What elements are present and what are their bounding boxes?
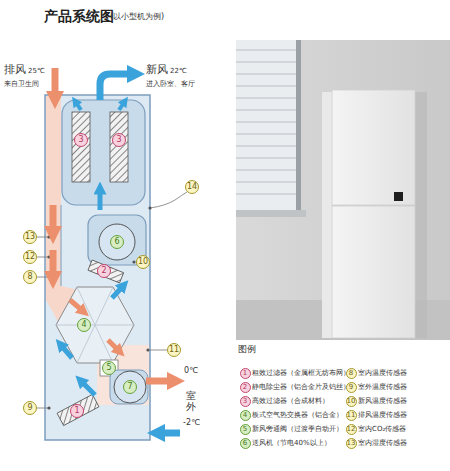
temperature: 25℃ <box>28 67 45 75</box>
legend-text: 静电除尘器（铝合金片及钨丝） <box>252 382 350 392</box>
fresh-airflow <box>60 74 180 433</box>
legend-text: 板式空气热交换器（铝合金） <box>252 410 343 420</box>
callout-number: 1 <box>70 404 84 418</box>
callout-number: 14 <box>185 180 199 194</box>
callout-number: 7 <box>123 380 137 394</box>
flow-name: 排风 <box>4 64 26 77</box>
callout-number: 11 <box>167 343 181 357</box>
legend-text: 室内湿度传感器 <box>358 438 407 448</box>
callout-number: 5 <box>240 424 251 435</box>
callout-number: 13 <box>23 230 37 244</box>
legend-text: 室内CO₂传感器 <box>358 424 406 434</box>
callout-number: 5 <box>102 361 116 375</box>
callout-number: 1 <box>240 368 251 379</box>
legend-text: 粗效过滤器（金属框无纺布网） <box>252 368 350 378</box>
flow-note: 进入卧室、客厅 <box>146 80 195 88</box>
flow-note: 来自卫生间 <box>4 80 39 88</box>
legend-text: 高效过滤器（合成材料） <box>252 396 329 406</box>
unit-cabinet <box>45 95 150 440</box>
flow-name: 新风 <box>146 64 168 77</box>
product-photo <box>236 40 450 340</box>
temperature: 22℃ <box>170 67 187 75</box>
callout-number: 6 <box>240 438 251 449</box>
exhaust-airflow <box>53 68 176 381</box>
legend-text: 送风机（节电40%以上） <box>252 438 331 448</box>
callout-number: 10 <box>346 396 357 407</box>
legend-text: 新风旁通阀（过渡季自动开） <box>252 424 343 434</box>
callout-number: 12 <box>23 250 37 264</box>
callout-number: 13 <box>346 438 357 449</box>
title: 产品系统图 <box>44 8 114 24</box>
legend-text: 排风温度传感器 <box>358 410 407 420</box>
legend-text: 室外温度传感器 <box>358 382 407 392</box>
callout-number: 3 <box>112 133 126 147</box>
legend-text: 室内温度传感器 <box>358 368 407 378</box>
callout-number: 10 <box>136 255 150 269</box>
callout-number: 3 <box>240 396 251 407</box>
callout-number: 9 <box>23 401 37 415</box>
subtitle: (以小型机为例) <box>110 12 164 21</box>
callout-number: 4 <box>240 410 251 421</box>
temperature: 0℃ <box>184 366 198 375</box>
callout-number: 3 <box>74 133 88 147</box>
sensor-leader <box>37 192 187 408</box>
callout-number: 2 <box>240 382 251 393</box>
callout-number: 6 <box>110 235 124 249</box>
callout-number: 11 <box>346 410 357 421</box>
sensor-dot <box>47 206 151 409</box>
legend-heading: 图例 <box>238 344 256 354</box>
temperature: -2℃ <box>183 418 200 427</box>
callout-number: 2 <box>97 264 111 278</box>
outdoor-label: 室外 <box>186 390 197 412</box>
callout-number: 8 <box>23 270 37 284</box>
callout-number: 4 <box>77 318 91 332</box>
legend-text: 新风温度传感器 <box>358 396 407 406</box>
callout-number: 12 <box>346 424 357 435</box>
